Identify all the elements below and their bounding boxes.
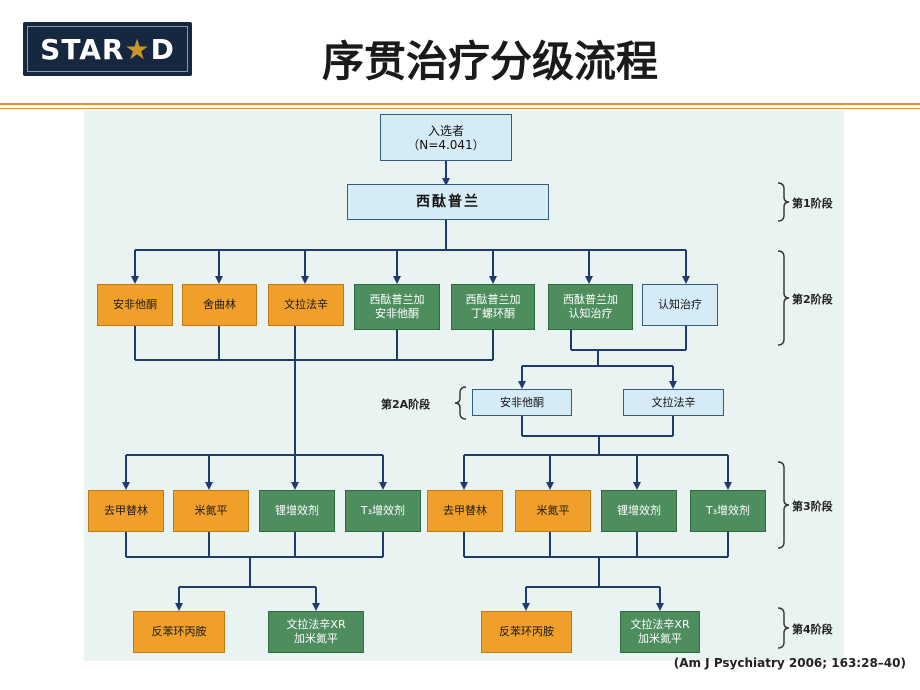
node-l2-cit-bupropion: 西酞普兰加 安非他酮 — [354, 284, 440, 330]
node-l3l-nortriptyline: 去甲替林 — [88, 490, 164, 532]
slide-title: 序贯治疗分级流程 — [321, 37, 658, 86]
node-l2-cognitive: 认知治疗 — [642, 284, 718, 326]
header-rule — [0, 103, 920, 105]
stage-label-1: 第1阶段 — [792, 197, 833, 210]
node-l4l-tranylcypromine: 反苯环丙胺 — [133, 611, 225, 653]
node-l3r-t3: T₃增效剂 — [690, 490, 766, 532]
node-l2-sertraline: 舍曲林 — [182, 284, 257, 326]
node-l2-bupropion: 安非他酮 — [97, 284, 173, 326]
stard-logo: STAR★D — [23, 22, 192, 76]
node-citalopram: 西酞普兰 — [347, 184, 549, 220]
node-l2a-bupropion: 安非他酮 — [472, 389, 572, 416]
stage-label-4: 第4阶段 — [792, 623, 833, 636]
node-enrolled: 入选者 （N=4.041） — [380, 114, 512, 161]
citation: (Am J Psychiatry 2006; 163:28–40) — [673, 656, 906, 670]
node-l4r-venlafaxine-mirtazapine: 文拉法辛XR 加米氮平 — [620, 611, 700, 653]
node-l3r-nortriptyline: 去甲替林 — [427, 490, 503, 532]
node-l4r-tranylcypromine: 反苯环丙胺 — [481, 611, 572, 653]
node-l3l-mirtazapine: 米氮平 — [173, 490, 249, 532]
star-icon: ★ — [124, 32, 151, 66]
stage-label-3: 第3阶段 — [792, 500, 833, 513]
node-l2a-venlafaxine: 文拉法辛 — [623, 389, 724, 416]
header-rule-thin — [0, 108, 920, 109]
stage-label-2a: 第2A阶段 — [381, 398, 431, 411]
node-l3l-lithium: 锂增效剂 — [259, 490, 335, 532]
node-l2-venlafaxine: 文拉法辛 — [268, 284, 344, 326]
node-l2-cit-buspirone: 西酞普兰加 丁螺环酮 — [451, 284, 535, 330]
node-l3l-t3: T₃增效剂 — [345, 490, 421, 532]
node-l3r-lithium: 锂增效剂 — [601, 490, 677, 532]
node-l4l-venlafaxine-mirtazapine: 文拉法辛XR 加米氮平 — [268, 611, 364, 653]
stage-label-2: 第2阶段 — [792, 293, 833, 306]
node-l2-cit-cognitive: 西酞普兰加 认知治疗 — [548, 284, 633, 330]
logo-text: STAR★D — [40, 32, 175, 66]
node-l3r-mirtazapine: 米氮平 — [515, 490, 591, 532]
